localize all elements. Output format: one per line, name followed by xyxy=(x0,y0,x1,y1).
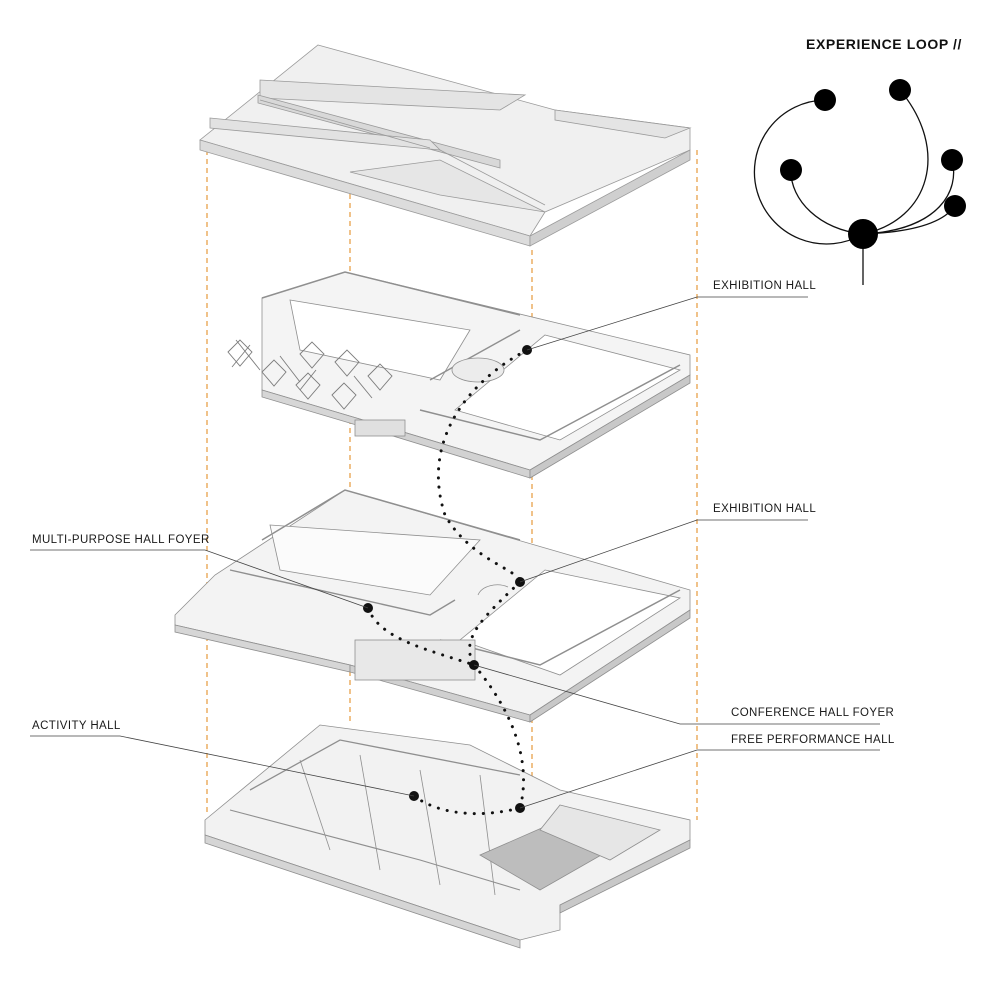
middle-floor-plan xyxy=(174,489,691,723)
label-exhibition-hall-upper: EXHIBITION HALL xyxy=(713,280,817,292)
experience-path xyxy=(366,348,529,816)
label-exhibition-hall-middle: EXHIBITION HALL xyxy=(713,503,817,515)
truss-structures xyxy=(227,339,393,410)
label-multi-purpose-hall-foyer: MULTI-PURPOSE HALL FOYER xyxy=(32,534,210,546)
leader-lines xyxy=(30,296,880,809)
label-activity-hall: ACTIVITY HALL xyxy=(32,720,121,732)
ground-floor-plan xyxy=(204,724,691,949)
upper-floor-plan xyxy=(261,271,691,479)
loop-icon-nodes xyxy=(780,79,966,249)
loop-icon xyxy=(753,89,956,285)
label-conference-hall-foyer: CONFERENCE HALL FOYER xyxy=(731,707,895,719)
label-free-performance-hall: FREE PERFORMANCE HALL xyxy=(731,734,895,746)
diagram-title: EXPERIENCE LOOP // xyxy=(806,36,963,52)
roof-slab xyxy=(199,44,692,247)
